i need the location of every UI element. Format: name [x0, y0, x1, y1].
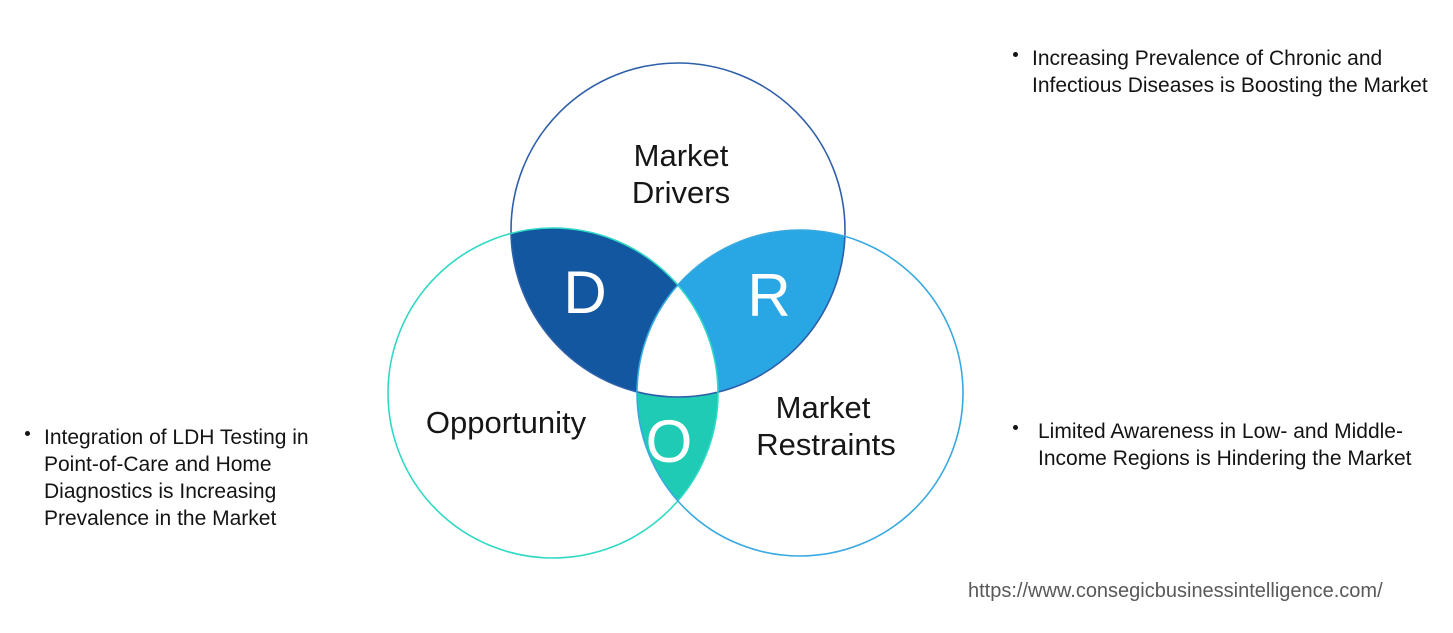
opportunity-annotation: Integration of LDH Testing in Point-of-C… — [25, 424, 345, 532]
bullet-icon — [25, 431, 30, 436]
restraints-circle-outline — [636, 229, 964, 557]
restraint-annotation: Limited Awareness in Low- and Middle-Inc… — [1013, 418, 1423, 472]
driver-annotation: Increasing Prevalence of Chronic and Inf… — [1013, 45, 1433, 99]
opportunity-label: Opportunity — [426, 405, 587, 440]
drivers-label-line1: Market — [634, 138, 729, 173]
bullet-icon — [1013, 52, 1018, 57]
opportunity-annotation-text: Integration of LDH Testing in Point-of-C… — [44, 426, 309, 530]
restraints-letter: R — [747, 262, 790, 329]
drivers-label-line2: Drivers — [632, 175, 730, 210]
drivers-letter: D — [563, 259, 606, 326]
source-url: https://www.consegicbusinessintelligence… — [968, 580, 1383, 602]
restraints-label-line2: Restraints — [756, 427, 896, 462]
driver-annotation-text: Increasing Prevalence of Chronic and Inf… — [1032, 47, 1428, 97]
drivers-circle-outline — [510, 62, 846, 398]
restraints-label-line1: Market — [776, 390, 871, 425]
restraint-annotation-text: Limited Awareness in Low- and Middle-Inc… — [1038, 420, 1412, 470]
opportunity-circle-outline — [387, 227, 719, 559]
opportunity-letter: O — [646, 408, 693, 475]
bullet-icon — [1013, 425, 1018, 430]
